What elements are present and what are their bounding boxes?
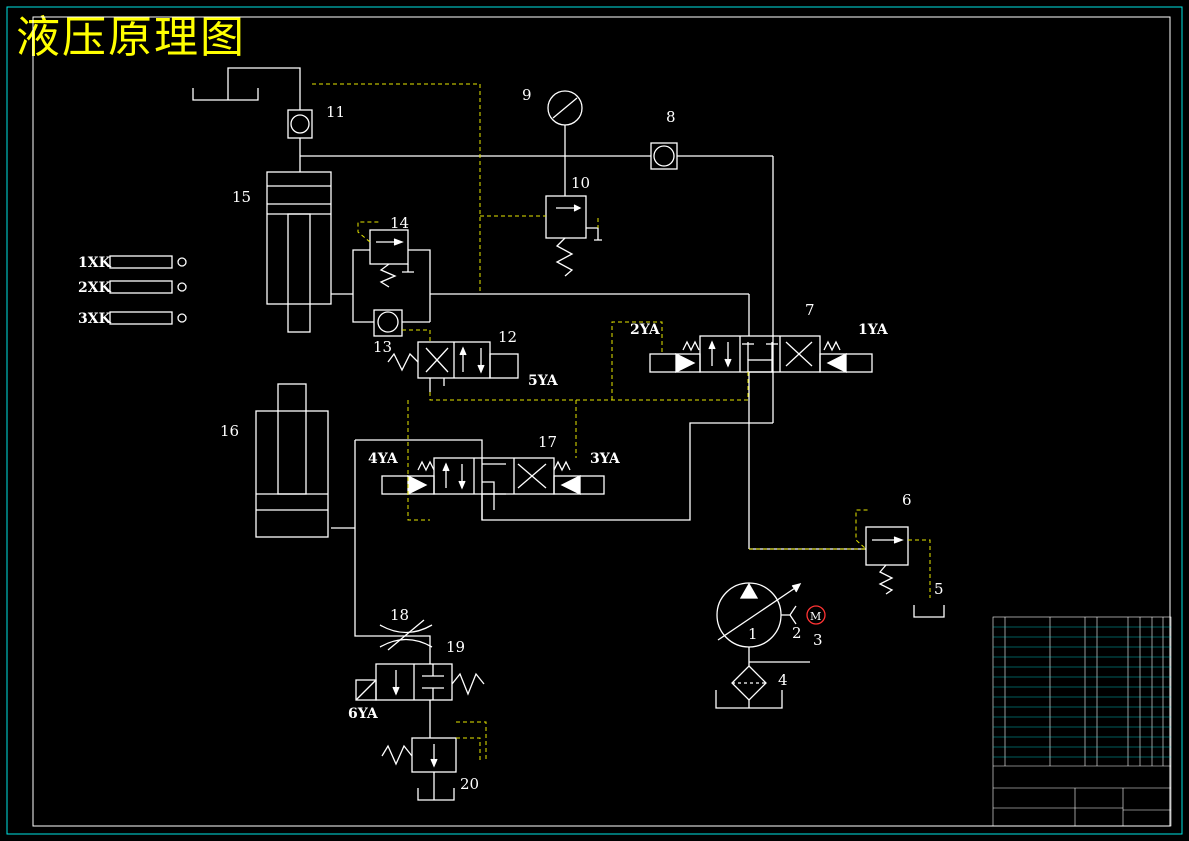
- label-8: 8: [666, 108, 676, 126]
- inner-frame: [32, 16, 1171, 827]
- label-16: 16: [220, 422, 239, 440]
- label-14: 14: [390, 214, 409, 232]
- check-valve-13: [373, 309, 403, 337]
- label-12: 12: [498, 328, 517, 346]
- title-block: [992, 616, 1172, 827]
- solenoid-2ya: 2YA: [630, 322, 661, 338]
- sequence-valve-14: [369, 229, 409, 265]
- switch-label-3xk: 3XK: [78, 311, 112, 327]
- label-15: 15: [232, 188, 251, 206]
- limit-switch-1xk: [109, 255, 173, 269]
- limit-switch-3xk: [109, 311, 173, 325]
- label-9: 9: [522, 86, 532, 104]
- label-4: 4: [778, 671, 788, 689]
- label-2: 2: [792, 624, 802, 642]
- label-18: 18: [390, 606, 409, 624]
- solenoid-1ya: 1YA: [858, 322, 889, 338]
- label-19: 19: [446, 638, 465, 656]
- solenoid-3ya: 3YA: [590, 451, 621, 467]
- filter-4: [731, 665, 767, 701]
- label-3: 3: [813, 631, 823, 649]
- throttle-valve-18: [379, 624, 433, 648]
- cylinder-16: [255, 410, 329, 538]
- label-20: 20: [460, 775, 479, 793]
- label-1: 1: [748, 625, 758, 643]
- label-11: 11: [326, 103, 345, 121]
- label-10: 10: [571, 174, 590, 192]
- label-5: 5: [934, 580, 944, 598]
- label-7: 7: [805, 301, 815, 319]
- relief-valve-6: [865, 526, 909, 566]
- solenoid-6ya: 6YA: [348, 706, 379, 722]
- label-17: 17: [538, 433, 557, 451]
- cylinder-15: [266, 171, 332, 305]
- pilot-lines: [312, 83, 931, 760]
- tank-top: [192, 67, 301, 110]
- solenoid-4ya: 4YA: [368, 451, 399, 467]
- component-labels: 1 2 3 4 5 6 7 8 9 10 11 12 13 14 15 16 1…: [78, 86, 944, 793]
- limit-switch-2xk: [109, 280, 173, 294]
- check-valve-8: [650, 142, 678, 170]
- switch-label-2xk: 2XK: [78, 280, 112, 296]
- diagram-title: 液压原理图: [16, 12, 246, 63]
- relief-valve-10: [545, 195, 587, 239]
- label-6: 6: [902, 491, 912, 509]
- motor-3: [806, 605, 826, 625]
- solenoid-5ya: 5YA: [528, 373, 559, 389]
- outer-frame: [6, 6, 1183, 835]
- label-13: 13: [373, 338, 392, 356]
- switch-label-1xk: 1XK: [78, 255, 112, 271]
- motor-label: M: [810, 610, 821, 623]
